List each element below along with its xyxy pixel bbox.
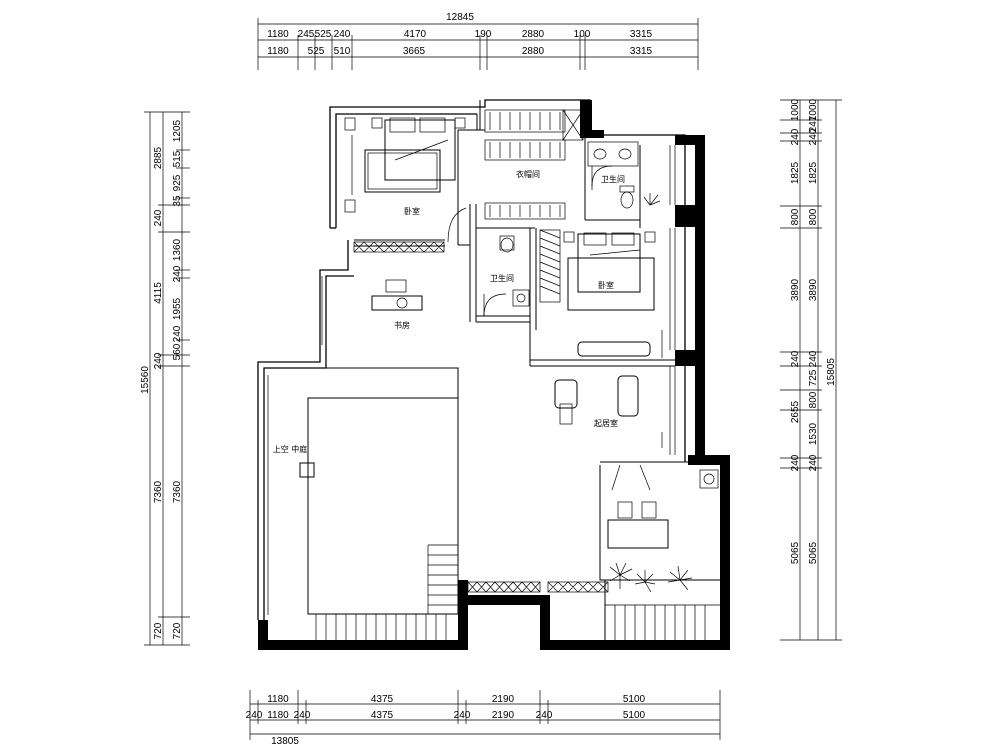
right-dim: 5065 [808,541,819,564]
bottom-overall-dim: 13805 [271,736,299,747]
right-overall-dim: 15805 [826,358,837,386]
room-label-closet: 衣帽间 [516,169,540,179]
top-dim: 525 [315,29,332,40]
right-dim: 1825 [790,161,801,184]
top-dimension-chain: 12845 1180 245 525 240 4170 190 2880 100… [257,12,699,70]
room-label-study: 书房 [394,320,410,330]
bed-left [344,117,466,213]
right-dim: 1825 [808,161,819,184]
left-dimension-chain: 15560 2885 240 4115 240 7360 720 1205 51… [140,111,190,646]
room-labels: 卧室 衣帽间 卫生间 卧室 卫生间 书房 起居室 上空 中庭 [273,169,625,454]
top-dim: 4170 [404,29,427,40]
room-label-lounge: 起居室 [594,418,618,428]
left-dim: 4115 [153,282,164,304]
right-dim: 1530 [808,422,819,445]
bottom-dim: 1180 [267,694,289,705]
left-dim: 240 [172,325,183,342]
left-dim: 35 [172,195,183,207]
room-label-bathroom-right: 卫生间 [601,174,625,184]
top-dim: 190 [475,29,492,40]
top-dim: 1180 [267,29,289,40]
top-dim: 100 [574,29,591,40]
lounge-chairs [554,375,639,425]
left-dim: 560 [172,343,183,360]
left-overall-dim: 15560 [140,366,151,394]
right-dim: 240 [808,128,819,145]
left-dim: 720 [153,622,164,639]
left-dim: 1205 [172,119,183,142]
bottom-dim: 240 [246,710,263,721]
top-dim: 3665 [403,46,426,57]
balcony-furniture [607,464,719,549]
top-dim: 2880 [522,29,545,40]
top-dim: 1180 [267,46,289,57]
right-dim: 1000 [808,98,819,121]
top-overall-dim: 12845 [446,12,474,23]
left-dim: 7360 [172,480,183,503]
right-dim: 240 [790,454,801,471]
room-label-bedroom-right: 卧室 [598,280,614,290]
bottom-dim: 1180 [267,710,289,721]
closet-hangers [484,109,584,220]
right-dim: 800 [808,391,819,408]
right-dim: 240 [790,128,801,145]
left-dim: 2885 [153,146,164,169]
bottom-dim: 2190 [492,694,515,705]
left-dim: 1955 [172,297,183,320]
right-dim: 5065 [790,541,801,564]
bed-right [563,231,663,448]
top-dim: 240 [334,29,351,40]
right-dim: 240 [790,350,801,367]
bottom-dim: 240 [536,710,553,721]
left-dim: 7360 [153,480,164,503]
atrium-void [268,367,720,640]
bottom-dimension-chain: 1180 4375 2190 5100 240 1180 240 4375 24… [246,690,721,747]
left-dim: 240 [153,209,164,226]
bottom-dim: 240 [294,710,311,721]
top-dim: 525 [308,46,325,57]
right-dim: 240 [808,350,819,367]
top-dim: 510 [334,46,351,57]
bathroom-fixtures [447,141,661,317]
right-dim: 3890 [790,278,801,301]
right-dim: 247 [808,115,819,132]
top-dim: 3315 [630,46,653,57]
right-dim: 3890 [808,278,819,301]
right-dim: 240 [808,454,819,471]
left-dim: 240 [172,265,183,282]
left-dim: 515 [172,150,183,167]
right-dim: 1000 [790,98,801,121]
railing-patterns [353,229,609,593]
left-dim: 925 [172,174,183,191]
bottom-dim: 4375 [371,710,394,721]
bottom-dim: 5100 [623,710,646,721]
right-dim: 2655 [790,400,801,423]
right-dim: 800 [808,208,819,225]
room-label-bathroom-middle: 卫生间 [490,273,514,283]
study-desk [371,279,423,311]
bottom-dim: 5100 [623,694,646,705]
plants [609,562,693,593]
left-dim: 240 [153,352,164,369]
top-dim: 2880 [522,46,545,57]
building-walls [257,99,730,650]
room-label-void: 上空 中庭 [273,444,308,454]
bottom-dim: 240 [454,710,471,721]
top-dim: 245 [298,29,315,40]
left-dim: 1360 [172,238,183,261]
top-dim: 3315 [630,29,653,40]
right-dimension-chain: 15805 1000 240 1825 800 3890 240 2655 24… [780,98,842,641]
bottom-dim: 4375 [371,694,394,705]
right-dim: 725 [808,369,819,386]
bottom-dim: 2190 [492,710,515,721]
left-dim: 720 [172,622,183,639]
right-dim: 800 [790,208,801,225]
room-label-bedroom-left: 卧室 [404,206,420,216]
